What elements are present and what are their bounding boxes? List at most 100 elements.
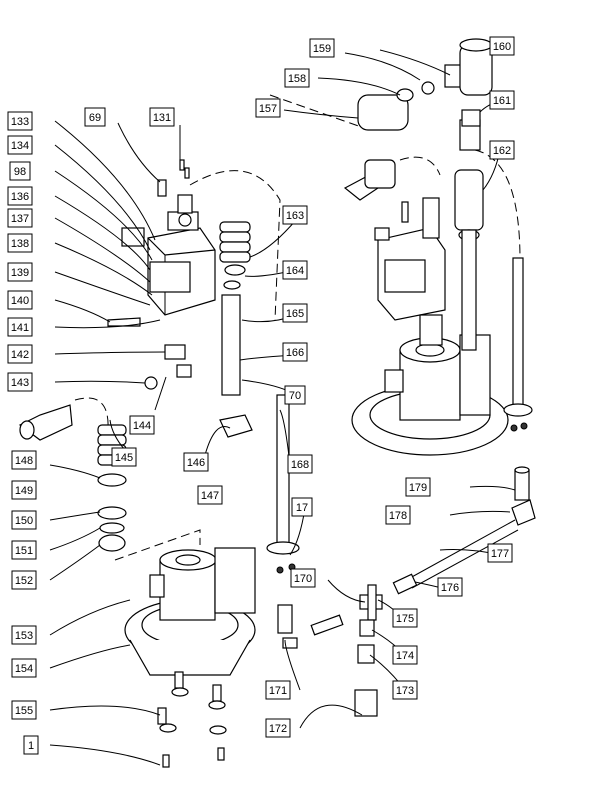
callout-number: 142 (11, 349, 29, 361)
callout-142: 142 (7, 344, 33, 364)
callout-177: 177 (487, 543, 513, 563)
callout-171: 171 (265, 680, 291, 700)
callout-number: 141 (11, 322, 29, 334)
callout-box (11, 540, 37, 560)
callout-number: 165 (286, 308, 304, 320)
callout-box (11, 658, 37, 678)
callout-number: 178 (389, 510, 407, 522)
callout-98: 98 (9, 161, 31, 181)
callout-box (11, 625, 37, 645)
callout-box (287, 454, 313, 474)
callout-157: 157 (255, 98, 281, 118)
callout-number: 147 (201, 490, 219, 502)
callout-box (405, 477, 431, 497)
base-assembly-left (124, 547, 256, 768)
callout-153: 153 (11, 625, 37, 645)
callout-number: 161 (493, 95, 511, 107)
callout-number: 160 (493, 41, 511, 53)
callout-box (9, 161, 31, 181)
callout-number: 168 (291, 459, 309, 471)
callout-155: 155 (11, 700, 37, 720)
callout-number: 157 (259, 103, 277, 115)
callout-166: 166 (282, 342, 308, 362)
callout-box (23, 735, 39, 755)
callout-140: 140 (7, 290, 33, 310)
callout-box (309, 38, 335, 58)
callout-152: 152 (11, 570, 37, 590)
callout-box (7, 372, 33, 392)
callout-box (437, 577, 463, 597)
callout-137: 137 (7, 208, 33, 228)
callout-box (11, 450, 37, 470)
callout-box (282, 260, 308, 280)
callout-number: 162 (493, 145, 511, 157)
callout-number: 143 (11, 377, 29, 389)
callout-number: 140 (11, 295, 29, 307)
callout-number: 133 (11, 116, 29, 128)
callout-number: 176 (441, 582, 459, 594)
callout-1: 1 (23, 735, 39, 755)
bellows-145-group (97, 424, 127, 552)
callout-number: 17 (296, 502, 308, 514)
callout-number: 172 (269, 723, 287, 735)
callout-box (265, 680, 291, 700)
callout-number: 69 (89, 112, 101, 124)
callout-box (183, 452, 209, 472)
callout-number: 175 (396, 613, 414, 625)
callout-box (282, 205, 308, 225)
callout-number: 163 (286, 210, 304, 222)
callout-145: 145 (111, 447, 137, 467)
callout-box (7, 290, 33, 310)
callout-number: 148 (15, 455, 33, 467)
callout-box (11, 700, 37, 720)
callout-number: 150 (15, 515, 33, 527)
callout-number: 70 (289, 390, 301, 402)
label-layer: 1331349813613713813914014114214314814915… (7, 36, 515, 755)
callout-number: 171 (269, 685, 287, 697)
tube-assembly-left (144, 294, 253, 438)
callout-box (392, 608, 418, 628)
callout-160: 160 (489, 36, 515, 56)
callout-box (489, 140, 515, 160)
assembled-unit-right (343, 119, 533, 456)
callout-134: 134 (7, 135, 33, 155)
callout-box (11, 570, 37, 590)
callout-number: 146 (187, 457, 205, 469)
callout-box (84, 107, 106, 127)
callout-164: 164 (282, 260, 308, 280)
callout-173: 173 (392, 680, 418, 700)
callout-number: 152 (15, 575, 33, 587)
callout-box (129, 415, 155, 435)
callout-box (111, 447, 137, 467)
callout-box (255, 98, 281, 118)
callout-box (284, 68, 310, 88)
callout-box (291, 497, 313, 517)
callout-number: 134 (11, 140, 29, 152)
callout-number: 166 (286, 347, 304, 359)
callout-box (7, 135, 33, 155)
callout-box (487, 543, 513, 563)
callout-number: 151 (15, 545, 33, 557)
callout-box (282, 342, 308, 362)
callout-box (7, 208, 33, 228)
pipe-fittings-right (277, 466, 536, 717)
callout-141: 141 (7, 317, 33, 337)
callout-163: 163 (282, 205, 308, 225)
callout-149: 149 (11, 480, 37, 500)
callout-number: 158 (288, 73, 306, 85)
callout-box (290, 568, 316, 588)
callout-133: 133 (7, 111, 33, 131)
pipe-168 (266, 394, 300, 574)
bellows-left (219, 221, 251, 290)
callout-box (282, 303, 308, 323)
callout-number: 155 (15, 705, 33, 717)
callout-70: 70 (284, 385, 306, 405)
callout-box (7, 111, 33, 131)
callout-box (489, 36, 515, 56)
callout-69: 69 (84, 107, 106, 127)
callout-150: 150 (11, 510, 37, 530)
callout-146: 146 (183, 452, 209, 472)
callout-165: 165 (282, 303, 308, 323)
